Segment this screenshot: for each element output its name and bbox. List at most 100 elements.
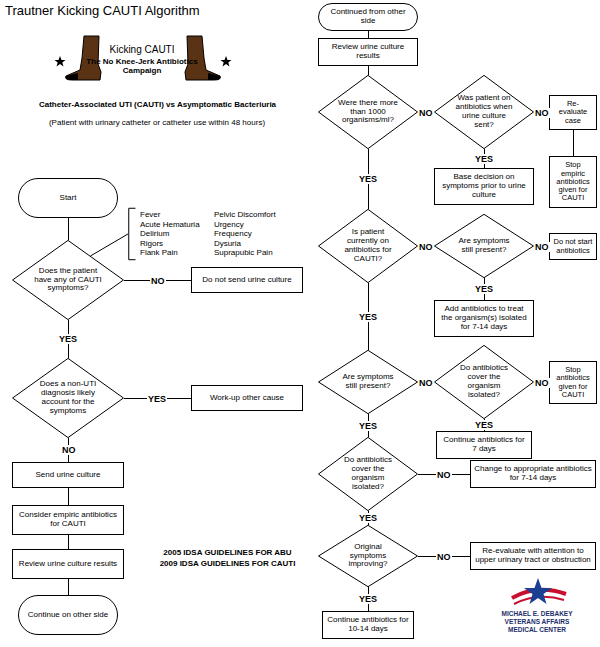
process-box: Stop antibiotics given for CAUTI	[549, 361, 597, 404]
bracket-line	[129, 208, 136, 259]
node-text: Continue antibiotics for 7 days	[440, 436, 528, 454]
branch-label: NO	[534, 108, 550, 118]
node-text: Review urine culture results	[19, 560, 117, 569]
node-text: Do antibiotics cover the organism isolat…	[453, 364, 515, 399]
node-text: Add antibiotics to treat the organism(s)…	[438, 305, 530, 331]
process-box: Change to appropriate antibiotics for 7-…	[470, 460, 596, 488]
boots-logo	[55, 36, 232, 80]
decision-diamond: Does the patient have any of CAUTI sympt…	[12, 240, 124, 320]
connector-line	[68, 488, 69, 505]
decision-diamond: Is patient currently on antibiotics for …	[318, 209, 418, 283]
star	[221, 56, 232, 67]
node-text: Is patient currently on antibiotics for …	[337, 228, 399, 263]
node-text: Was patient on antibiotics when urine cu…	[453, 94, 515, 129]
process-box: Continue antibiotics for 7 days	[436, 431, 532, 459]
node-text: Urgency	[214, 220, 276, 230]
diamond-shape	[319, 525, 418, 586]
node-text: Original symptoms improving?	[337, 543, 399, 569]
node-text: Re-evaluate with attention to upper urin…	[474, 547, 592, 565]
process-box: Base decision on symptoms prior to urine…	[434, 168, 534, 205]
branch-label: YES	[147, 394, 167, 404]
node-text: Pelvic Discomfort	[214, 210, 276, 220]
process-box: Add antibiotics to treat the organism(s)…	[434, 300, 534, 337]
node-text: Does the patient have any of CAUTI sympt…	[34, 267, 103, 293]
diamond-shape	[319, 75, 418, 148]
node-text: Are symptoms still present?	[337, 373, 399, 391]
diamond-shape	[319, 437, 418, 510]
branch-label: NO	[436, 470, 452, 480]
note-label: MICHAEL E. DEBAKEY	[478, 610, 596, 617]
branch-label: NO	[418, 242, 434, 252]
node-text: Continued from other side	[322, 8, 414, 26]
branch-label: NO	[534, 242, 550, 252]
decision-diamond: Are symptoms still present?	[434, 214, 534, 278]
connector-line	[90, 234, 128, 256]
branch-label: YES	[358, 594, 378, 604]
node-text: Flank Pain	[140, 248, 200, 258]
connector-line	[368, 66, 369, 75]
terminal-oval: Continue on other side	[18, 595, 118, 635]
branch-label: NO	[436, 552, 452, 562]
branch-label: NO	[418, 378, 434, 388]
node-text: Fever	[140, 210, 200, 220]
note-label: Kicking CAUTI	[87, 44, 197, 56]
symptom-list: FeverAcute HematuriaDeliriumRigorsFlank …	[128, 208, 278, 260]
node-text: Do not start antibiotics	[553, 238, 593, 255]
note-label: MEDICAL CENTER	[478, 626, 596, 633]
process-box: Do not start antibiotics	[549, 233, 597, 260]
node-text: Base decision on symptoms prior to urine…	[438, 173, 530, 199]
node-text: Re-evaluate case	[553, 100, 593, 125]
va-logo	[512, 578, 566, 604]
diamond-shape	[319, 209, 418, 282]
connector-line	[68, 218, 69, 240]
decision-diamond: Does a non-UTI diagnosis likely account …	[12, 358, 124, 438]
process-box: Re-evaluate case	[549, 95, 597, 130]
connector-line	[368, 31, 369, 38]
branch-label: NO	[61, 445, 77, 455]
node-text: Are symptoms still present?	[453, 237, 515, 255]
decision-diamond: Do antibiotics cover the organism isolat…	[318, 437, 418, 511]
branch-label: YES	[358, 312, 378, 322]
node-text: Do antibiotics cover the organism isolat…	[337, 456, 399, 491]
node-text: Dysuria	[214, 239, 276, 249]
diamond-shape	[435, 75, 534, 148]
branch-label: YES	[358, 513, 378, 523]
branch-label: NO	[150, 276, 166, 286]
diamond-shape	[13, 240, 124, 319]
connector-line	[573, 130, 574, 156]
node-text: Does a non-UTI diagnosis likely account …	[34, 380, 103, 415]
note-label: VETERANS AFFAIRS	[478, 618, 596, 625]
node-text: Were there more than 1000 organisms/ml?	[337, 99, 399, 125]
decision-diamond: Were there more than 1000 organisms/ml?	[318, 75, 418, 149]
node-text: Consider empiric antibiotics for CAUTI	[16, 511, 120, 529]
node-text: Stop antibiotics given for CAUTI	[553, 366, 593, 399]
node-text: Start	[60, 194, 77, 203]
star	[55, 56, 66, 67]
node-text: Continue on other side	[28, 611, 109, 620]
branch-label: NO	[534, 378, 550, 388]
diagram-title: Trautner Kicking CAUTI Algorithm	[5, 4, 200, 19]
process-box: Work-up other cause	[191, 385, 303, 411]
process-box: Consider empiric antibiotics for CAUTI	[12, 505, 124, 535]
node-text: Suprapubic Pain	[214, 248, 276, 258]
terminal-oval: Start	[18, 178, 118, 218]
process-box: Review urine culture results	[318, 38, 418, 66]
node-text: Rigors	[140, 239, 200, 249]
process-box: Re-evaluate with attention to upper urin…	[470, 542, 596, 570]
decision-diamond: Was patient on antibiotics when urine cu…	[434, 75, 534, 149]
decision-diamond: Are symptoms still present?	[318, 350, 418, 414]
note-label: (Patient with urinary catheter or cathet…	[4, 118, 310, 127]
process-box: Send urine culture	[12, 462, 124, 488]
logo-star	[524, 578, 552, 604]
right-boot-tip	[208, 73, 220, 80]
note-label: The No Knee-Jerk Antibiotics Campaign	[82, 57, 202, 75]
node-text: Stop empiric antibiotics given for CAUTI	[553, 161, 593, 202]
diamond-shape	[319, 350, 418, 413]
branch-label: NO	[418, 108, 434, 118]
node-text: Work-up other cause	[210, 394, 284, 403]
branch-label: YES	[474, 154, 494, 164]
branch-label: YES	[358, 174, 378, 184]
note-label: 2005 IDSA GUIDELINES FOR ABU	[145, 548, 310, 557]
connector-line	[68, 579, 69, 595]
